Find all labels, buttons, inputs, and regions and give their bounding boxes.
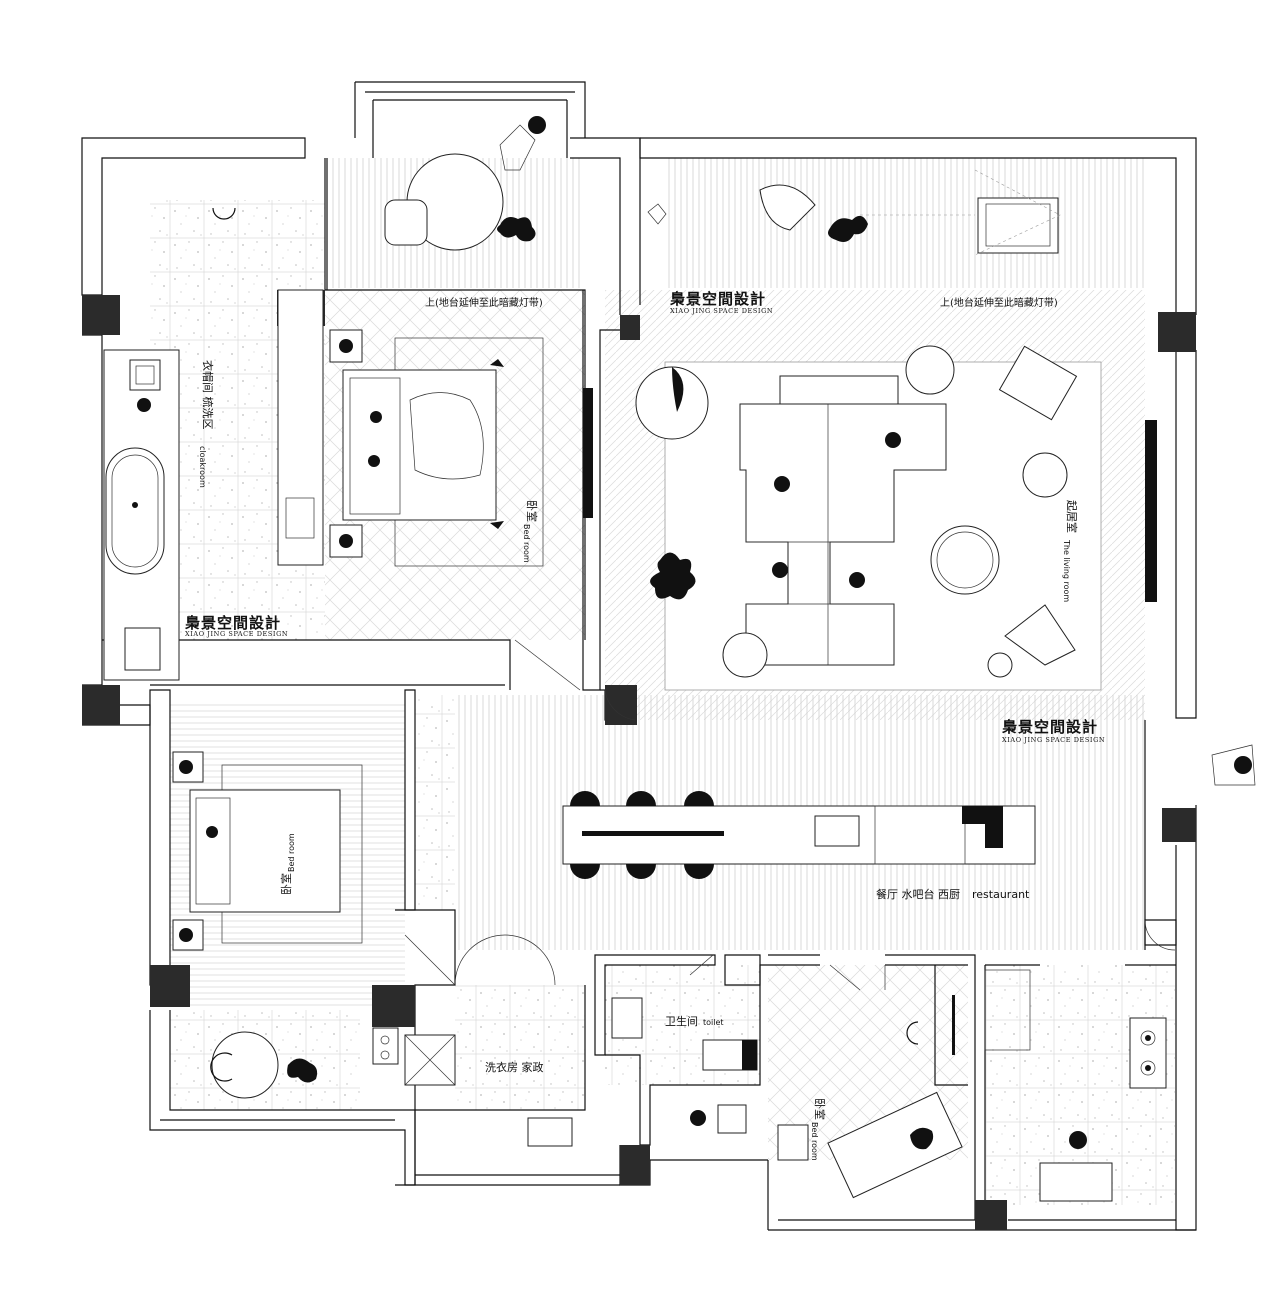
stove-icon xyxy=(1140,1030,1156,1046)
master-bedroom-furniture xyxy=(329,329,544,567)
structural-columns xyxy=(82,290,1196,1230)
brand-sub-3: XIAO JING SPACE DESIGN xyxy=(1002,736,1105,744)
balcony-left-furniture xyxy=(384,116,546,251)
person-icon xyxy=(1069,1131,1087,1149)
lounge-chair-icon xyxy=(977,197,1059,254)
brand-marks: 梟景空間設計 XIAO JING SPACE DESIGN 梟景空間設計 XIA… xyxy=(184,290,1105,744)
sink-icon xyxy=(814,815,860,847)
cloakroom-label: 衣帽间 梳洗区 xyxy=(201,360,215,430)
bed-icon xyxy=(827,1091,963,1199)
laundry-label: 洗衣房 家政 xyxy=(485,1060,544,1074)
hall-floor xyxy=(415,695,455,910)
brand-logo-3: 梟景空間設計 xyxy=(1001,718,1098,736)
dining-label: 餐厅 水吧台 西厨 xyxy=(876,887,960,901)
person-icon xyxy=(772,562,788,578)
kitchen-fixtures xyxy=(984,969,1167,1202)
bedroom2-furniture xyxy=(172,751,399,1099)
person-icon xyxy=(528,116,546,134)
sink-icon xyxy=(129,359,161,391)
person-icon xyxy=(885,432,901,448)
dining-furniture xyxy=(562,744,1256,879)
living-room-furniture xyxy=(635,345,1078,678)
armchair-icon xyxy=(759,184,816,231)
cloakroom-fixtures xyxy=(103,207,324,681)
toilet-label-en: toilet xyxy=(703,1018,724,1027)
dog-icon xyxy=(497,217,536,242)
bedroom2-label-en: Bed room xyxy=(287,833,296,872)
person-icon xyxy=(1234,756,1252,774)
brand-logo-2: 梟景空間設計 xyxy=(669,290,766,308)
master-bedroom-label: 卧室 xyxy=(525,500,539,522)
person-icon xyxy=(774,476,790,492)
sink-icon xyxy=(1039,1162,1113,1202)
balcony-right-furniture xyxy=(647,169,1061,256)
stair-note-bedroom: 上(地台延伸至此暗藏灯带) xyxy=(425,296,543,309)
armchair-icon xyxy=(384,199,428,246)
person-icon xyxy=(690,1110,706,1126)
bed-icon xyxy=(342,369,497,521)
brand-logo-1: 梟景空間設計 xyxy=(184,614,281,632)
laundry-fixtures xyxy=(404,934,573,1147)
dog-icon xyxy=(287,1058,318,1083)
bedroom3-label: 卧室 xyxy=(813,1098,827,1120)
dining-label-en: restaurant xyxy=(972,888,1030,901)
living-room-label: 起居室 xyxy=(1065,500,1079,533)
armchair-icon xyxy=(998,345,1078,421)
toilet-label: 卫生间 xyxy=(665,1014,698,1028)
master-bedroom-label-en: Bed room xyxy=(522,524,531,563)
bathtub-icon xyxy=(105,447,165,575)
living-room-label-en: The living room xyxy=(1062,539,1071,602)
bedroom2-label: 卧室 xyxy=(279,873,293,895)
dog-icon xyxy=(828,215,868,242)
walls xyxy=(81,81,1197,1231)
stair-note-living: 上(地台延伸至此暗藏灯带) xyxy=(940,296,1058,309)
brand-sub-2: XIAO JING SPACE DESIGN xyxy=(670,307,773,315)
plant-icon xyxy=(650,552,696,600)
person-icon xyxy=(849,572,865,588)
person-icon xyxy=(137,398,151,412)
balcony-right-floor xyxy=(668,158,1144,288)
bedroom3-furniture xyxy=(777,964,963,1199)
cloakroom-label-en: cloakroom xyxy=(198,446,207,488)
labels: 上(地台延伸至此暗藏灯带) 上(地台延伸至此暗藏灯带) 衣帽间 梳洗区 cloa… xyxy=(198,296,1079,1161)
sofa-icon xyxy=(739,403,947,666)
toilet-fixtures xyxy=(611,954,758,1134)
bedroom3-label-en: Bed room xyxy=(810,1122,819,1161)
laundry-floor xyxy=(455,985,585,1110)
brand-sub-1: XIAO JING SPACE DESIGN xyxy=(185,630,288,638)
doors xyxy=(404,639,1176,986)
bed-icon xyxy=(189,789,341,913)
